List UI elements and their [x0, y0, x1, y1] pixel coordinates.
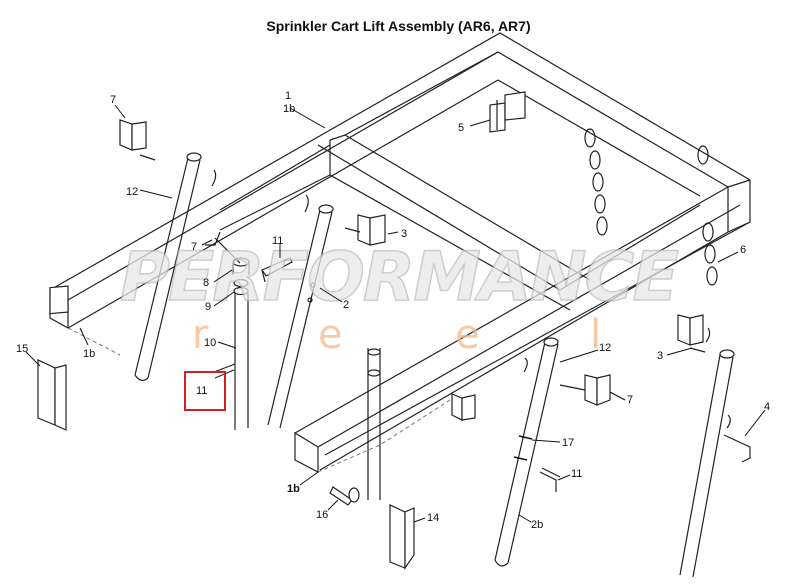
chain-part-6	[584, 128, 718, 286]
callout-11-right: 11	[571, 468, 582, 480]
bracket-part-5	[489, 91, 526, 133]
callout-15: 15	[16, 343, 28, 355]
callout-10: 10	[204, 337, 216, 349]
callout-1: 1	[285, 90, 291, 102]
callout-11-mid: 11	[272, 235, 283, 247]
watermark-main: PERFORMANCE	[120, 238, 678, 317]
lift-tube-part-12-left	[119, 119, 217, 381]
plate-part-15	[37, 359, 67, 431]
callout-7-right: 7	[627, 394, 633, 406]
bracket-part-7-right	[559, 374, 611, 406]
callout-16: 16	[316, 509, 328, 521]
callout-3-right: 3	[657, 350, 663, 362]
callout-3-top: 3	[401, 228, 407, 240]
tube-part-10	[205, 231, 250, 430]
callout-12-left: 12	[126, 186, 138, 198]
callout-7-mid: 7	[191, 241, 197, 253]
callout-12-right: 12	[599, 342, 611, 354]
callout-2: 2	[343, 299, 349, 311]
lift-tube-part-12-right	[494, 337, 559, 567]
highlight-box	[184, 371, 226, 411]
callout-1b-left: 1b	[83, 348, 95, 360]
handle-part-11-right	[539, 467, 561, 492]
callout-17: 17	[562, 437, 574, 449]
watermark-letter-2: e	[318, 312, 343, 358]
callout-1b-top: 1b	[283, 103, 295, 115]
frame-assembly	[49, 32, 751, 473]
callout-4: 4	[764, 401, 770, 413]
diagram-title: Sprinkler Cart Lift Assembly (AR6, AR7)	[266, 18, 531, 34]
callout-1b-front: 1b	[287, 483, 300, 495]
callout-14: 14	[427, 512, 439, 524]
callout-2b: 2b	[531, 519, 543, 531]
callout-5: 5	[458, 122, 464, 134]
callout-9: 9	[205, 301, 211, 313]
tube-part-2	[267, 194, 334, 429]
callout-6: 6	[740, 244, 746, 256]
handle-part-11-mid	[261, 257, 293, 283]
callout-11-highlighted: 11	[196, 385, 207, 397]
watermark-letter-4: l	[590, 312, 601, 358]
center-tube-assembly	[367, 348, 476, 500]
lift-tube-far-right	[677, 314, 751, 578]
watermark-letter-3: e	[455, 312, 480, 358]
plate-part-14	[389, 504, 415, 570]
callout-8: 8	[203, 277, 209, 289]
leader-lines	[25, 104, 766, 523]
bushing-part-16	[329, 486, 360, 506]
callout-7-top: 7	[110, 94, 116, 106]
bracket-part-3-top	[344, 214, 386, 246]
watermark-letter-1: r	[192, 312, 209, 358]
